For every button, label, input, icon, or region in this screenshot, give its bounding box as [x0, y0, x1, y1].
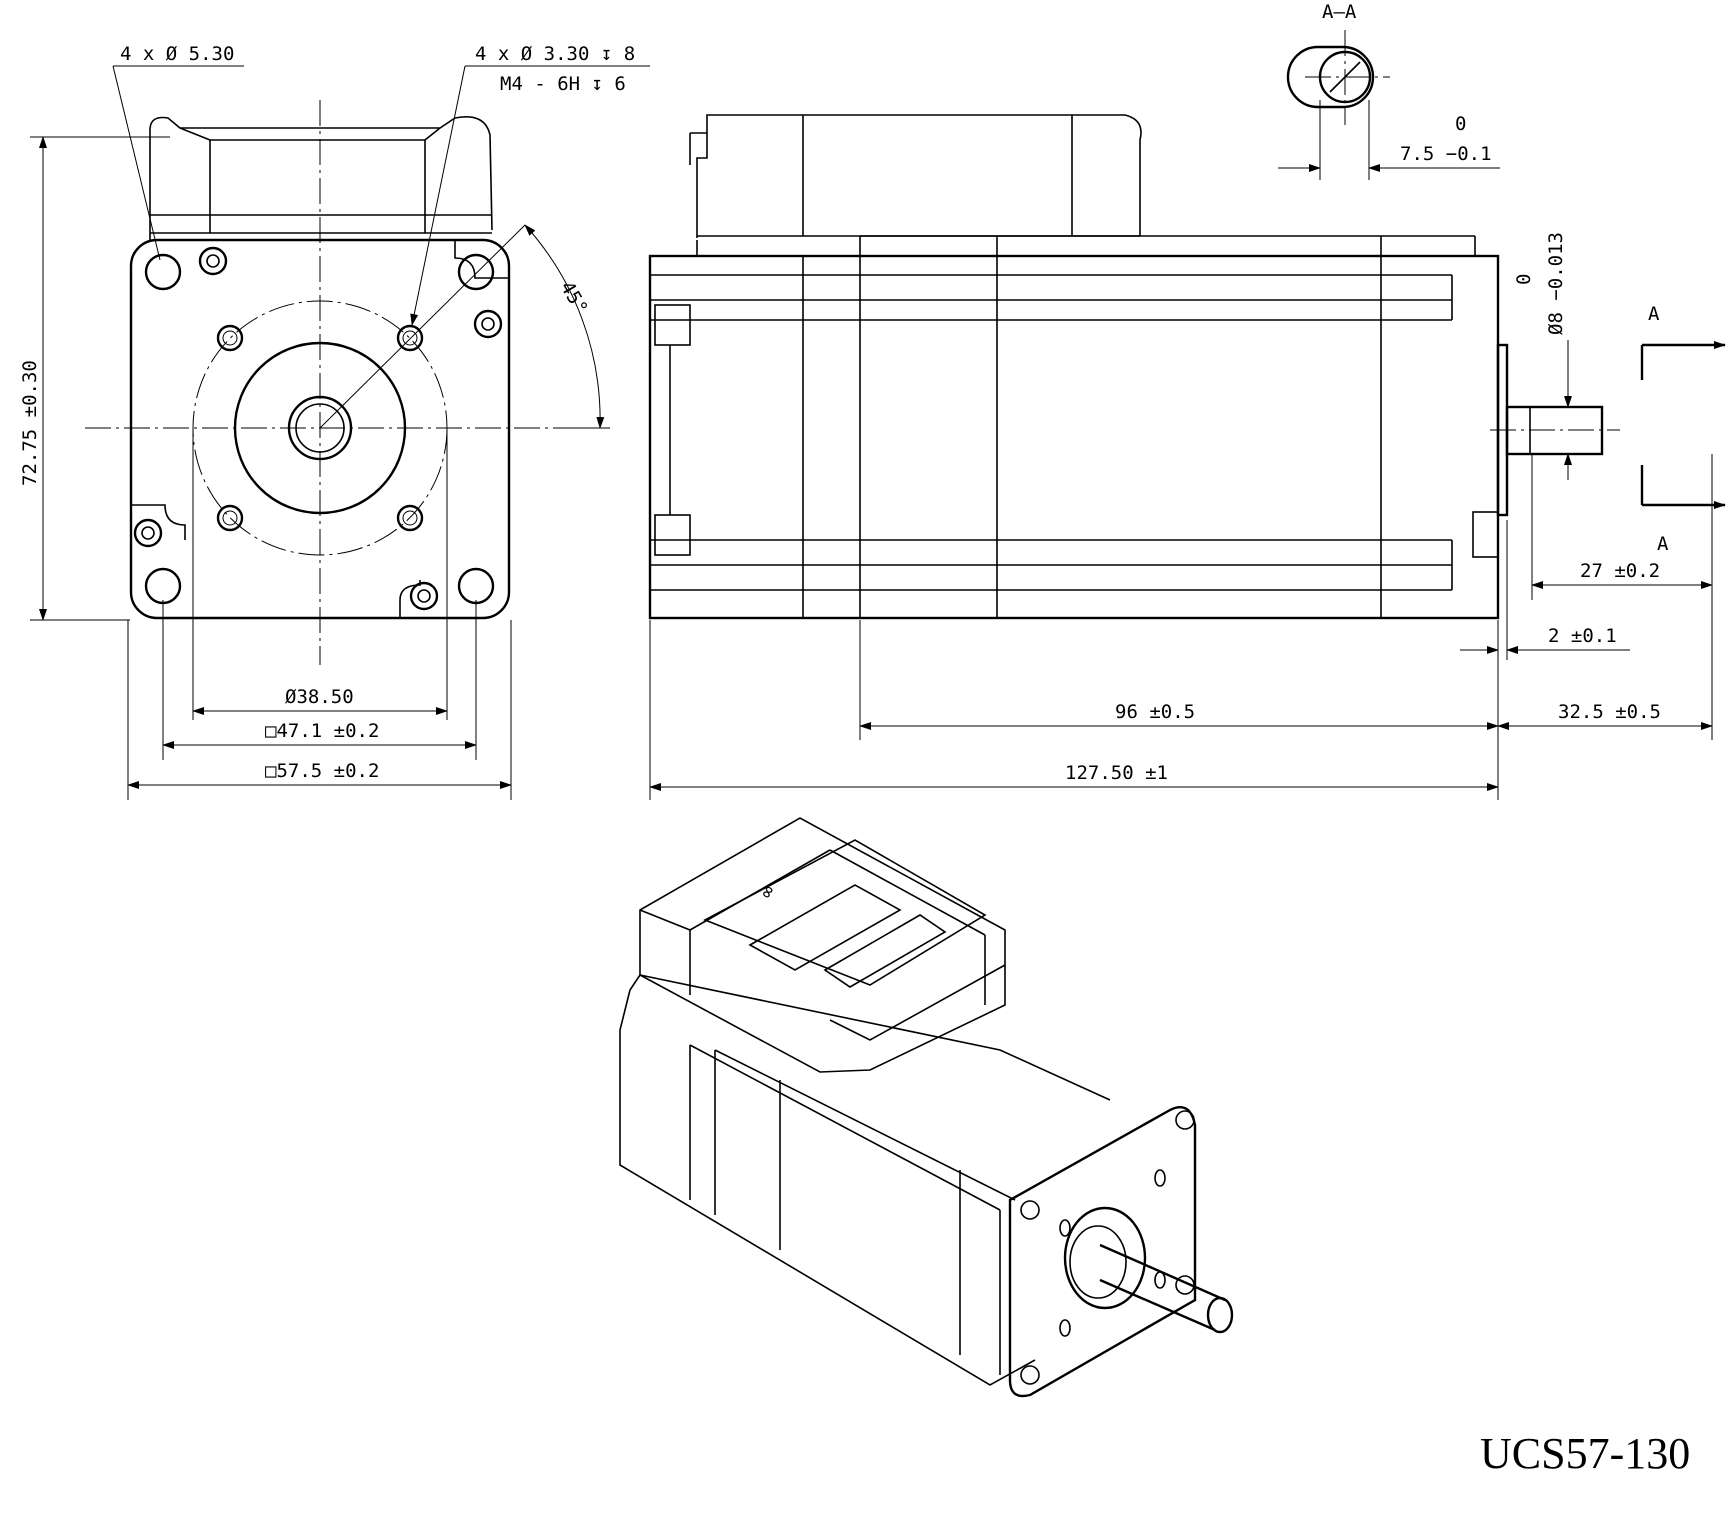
flat-label: 7.5 −0.1 — [1400, 143, 1492, 165]
shaft-dia-label: Ø8 −0.013 — [1545, 232, 1567, 335]
thread-label: M4 - 6H ↧ 6 — [500, 73, 626, 95]
side-view: A A 0 Ø8 −0.013 27 ±0.2 2 ±0.1 96 ±0.5 3… — [648, 114, 1726, 800]
angle-label: 45° — [556, 278, 592, 319]
hole-top-right — [457, 253, 495, 291]
boss-label: 2 ±0.1 — [1548, 625, 1617, 647]
flat-tol-upper: 0 — [1455, 113, 1466, 135]
section-mark-top: A — [1648, 303, 1660, 325]
height-label: 72.75 ±0.30 — [19, 360, 41, 486]
section-view: A–A 0 7.5 −0.1 — [1278, 1, 1500, 180]
section-title: A–A — [1322, 1, 1357, 23]
shaft-len-label: 27 ±0.2 — [1580, 560, 1660, 582]
isometric-view: ∞ — [619, 817, 1234, 1398]
flange-label: □57.5 ±0.2 — [265, 760, 379, 782]
front-view: 45° 4 x Ø 5.30 4 x Ø 3.30 ↧ 8 M4 - 6H ↧ … — [19, 43, 650, 800]
pilot-dia-label: Ø38.50 — [285, 686, 354, 708]
hole-pitch-label: □47.1 ±0.2 — [265, 720, 379, 742]
total-len-label: 127.50 ±1 — [1065, 762, 1168, 784]
holes-inner-label: 4 x Ø 3.30 ↧ 8 — [475, 43, 635, 65]
shaft-tol-upper: 0 — [1513, 274, 1535, 285]
section-mark-bottom: A — [1657, 533, 1669, 555]
front-len-label: 32.5 ±0.5 — [1558, 701, 1661, 723]
hole-bottom-left — [144, 567, 182, 605]
holes-outer-label: 4 x Ø 5.30 — [120, 43, 234, 65]
body-len-label: 96 ±0.5 — [1115, 701, 1195, 723]
hole-bottom-right — [457, 567, 495, 605]
hole-top-left — [144, 253, 182, 291]
model-label: UCS57-130 — [1480, 1429, 1690, 1478]
